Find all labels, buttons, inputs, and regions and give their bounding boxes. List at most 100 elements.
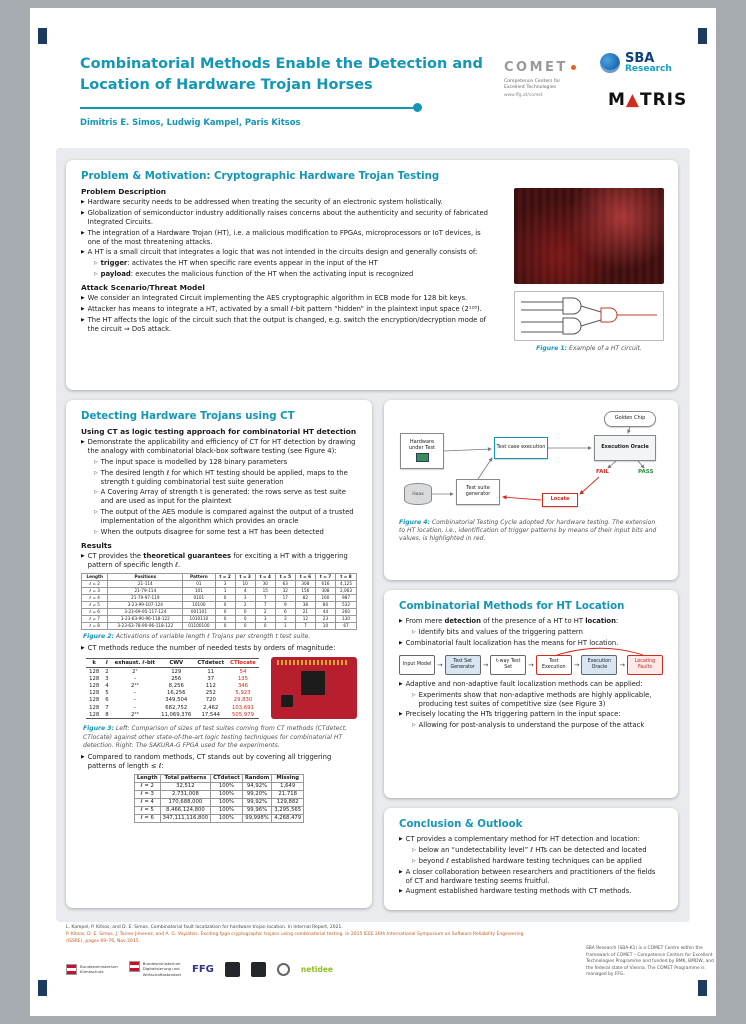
test-suite-generator-box: Test suite generator: [456, 479, 500, 505]
table-header: Length: [80, 572, 109, 581]
table-header: t = 2: [214, 572, 236, 581]
table-cell: 682,752: [165, 704, 188, 711]
section-heading: Problem & Motivation: Cryptographic Hard…: [81, 171, 440, 182]
table-cell: 2: [234, 600, 256, 609]
table-cell: 9: [274, 600, 296, 609]
table-cell: 0: [214, 614, 236, 623]
bullet-arrow-icon: ▶: [81, 230, 85, 236]
figure-1-caption: Figure 1: Example of a HT circuit.: [536, 345, 642, 352]
table-cell: 4: [105, 683, 109, 689]
table-cell: 2,462: [203, 704, 219, 711]
comet-url: www.ffg.at/comet: [504, 93, 543, 99]
sub-bullet-arrow-icon: ▷: [94, 261, 98, 267]
table-header: Length: [133, 773, 161, 783]
table-cell: 100%: [210, 813, 243, 823]
conclusion-bullets: ▶CT provides a complementary method for …: [399, 835, 663, 896]
sba-logo-text: SBA: [625, 51, 655, 66]
table-cell: 260: [335, 607, 357, 616]
table-cell: 16,256: [166, 690, 186, 697]
bullet-item: ▶From mere detection of the presence of …: [399, 617, 619, 625]
austrian-flag-icon: [128, 961, 140, 973]
table-cell: 4,268,479: [271, 813, 305, 823]
bullet-item: ▶Adaptive and non-adaptive fault localiz…: [399, 679, 643, 688]
table-cell: 252: [205, 690, 216, 697]
table-cell: 7: [294, 621, 316, 630]
table-cell: 5,923: [235, 690, 251, 697]
table-cell: 6: [274, 607, 296, 616]
sub-bullet-arrow-icon: ▷: [94, 529, 98, 535]
location-bullets-top: ▶From mere detection of the presence of …: [399, 617, 663, 648]
table-cell: 129,882: [271, 797, 305, 807]
sakura-g-fpga-photo: [271, 657, 357, 720]
table-cell: 3,295,565: [271, 805, 305, 815]
matris-logo: M▲TRIS: [608, 90, 688, 110]
table-cell: 505,979: [227, 711, 259, 720]
subsection-heading: Using CT as logic testing approach for c…: [81, 427, 357, 436]
sba-research-logo: SBA Research: [600, 52, 672, 75]
sub-bullet-item: ▷The input space is modelled by 128 bina…: [94, 457, 288, 466]
sub-bullet-item: ▷A Covering Array of strength t is gener…: [94, 488, 346, 506]
table-cell: –: [133, 697, 137, 704]
table-cell: 7: [254, 593, 276, 602]
table-cell: 3-23-69-95-117-124: [107, 607, 184, 616]
pcb-edge-connector: [277, 660, 347, 666]
table-header: exhaust. ℓ-bit: [111, 658, 159, 669]
location-bullets-bottom: ▶Adaptive and non-adaptive fault localiz…: [399, 680, 663, 730]
comet-dot-icon: [570, 65, 576, 70]
section-heading: Combinatorial Methods for HT Location: [399, 601, 625, 612]
table-cell: ℓ = 7: [80, 614, 109, 623]
table-header: CTdetect: [194, 658, 228, 669]
table-cell: 80: [314, 600, 337, 609]
table-header: Missing: [271, 773, 305, 783]
table-cell: 100%: [210, 797, 243, 807]
sub-bullet-item: ▷Identify bits and values of the trigger…: [412, 627, 583, 636]
figure-4-caption: Figure 4: Combinatorial Testing Cycle ad…: [399, 519, 657, 543]
table-cell: 21-79-114: [107, 586, 184, 595]
comet-logo-text: COMET: [504, 60, 568, 75]
table-cell: 5: [105, 690, 109, 697]
poster-title: Combinatorial Methods Enable the Detecti…: [80, 54, 483, 96]
fpga-chip: [281, 695, 293, 708]
sub-bullet-arrow-icon: ▷: [412, 629, 416, 635]
table-cell: 11,069,376: [158, 711, 195, 720]
table-cell: 0: [214, 621, 236, 630]
bullet-item: ▶Compared to random methods, CT stands o…: [81, 753, 332, 770]
table-cell: ℓ = 2: [80, 579, 109, 588]
sub-bullet-arrow-icon: ▷: [412, 847, 416, 853]
table-header: Pattern: [182, 572, 216, 581]
table-cell: 63: [274, 579, 296, 588]
table-cell: 99,92%: [241, 797, 273, 807]
table-cell: 0: [234, 621, 256, 630]
table-cell: 94,92%: [241, 781, 273, 791]
table-cell: 1: [214, 586, 236, 595]
table-cell: 2¹³: [131, 683, 139, 689]
table-cell: ℓ = 6: [80, 607, 109, 616]
table-cell: ℓ = 4: [133, 797, 161, 807]
chip-icon: [415, 453, 429, 463]
table-cell: 10100: [182, 600, 216, 609]
table-cell: 7: [105, 704, 109, 711]
table-cell: 130: [335, 614, 357, 623]
table-cell: 3: [105, 675, 109, 682]
table-cell: 10: [314, 621, 337, 630]
table-cell: 128: [86, 711, 103, 720]
table-cell: 32,512: [159, 781, 212, 791]
bullet-item: ▶Augment established hardware testing me…: [399, 887, 632, 896]
table-cell: 4,125: [335, 579, 357, 588]
reference-1: L. Kampel, P. Kitsos, and D. E. Simos. C…: [66, 925, 343, 930]
golden-chip-box: Golden Chip: [604, 411, 656, 427]
table-cell: 54: [239, 668, 247, 675]
table-header: CTdetect: [210, 773, 243, 783]
comet-logo: COMET Competence Centers for Excellent T…: [504, 60, 614, 98]
poster-page: Combinatorial Methods Enable the Detecti…: [30, 8, 716, 1016]
bullet-item: ▶Demonstrate the applicability and effic…: [81, 438, 356, 455]
table-cell: 3: [274, 614, 296, 623]
